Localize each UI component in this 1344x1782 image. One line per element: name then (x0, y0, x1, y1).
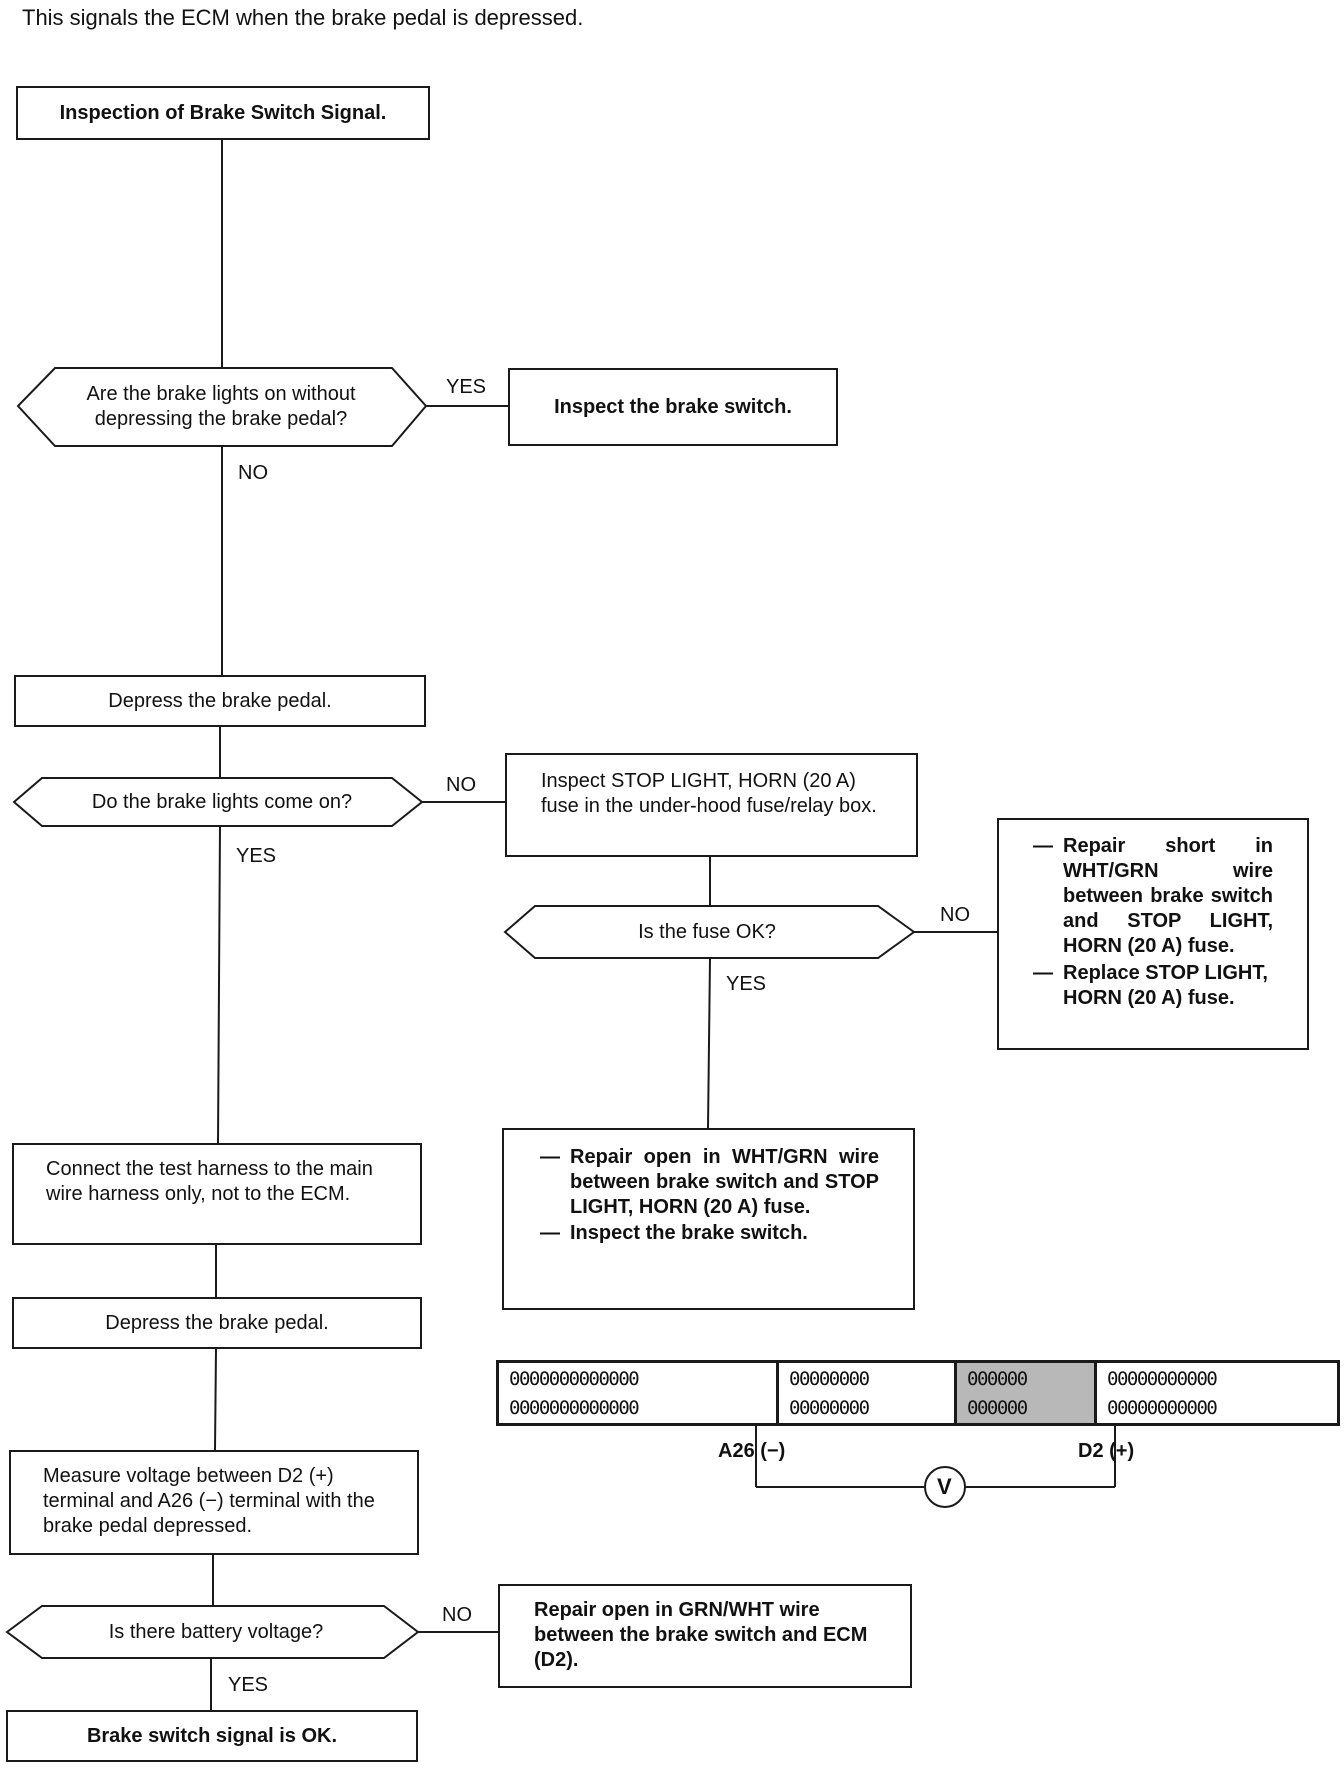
connector-block-3: 000000 000000 (957, 1363, 1097, 1423)
decision-fuse-ok-text: Is the fuse OK? (638, 920, 776, 943)
repair-short-step-2: Replace STOP LIGHT, HORN (20 A) fuse. (1033, 961, 1273, 1011)
start-box: Inspection of Brake Switch Signal. (16, 86, 430, 140)
decision-lights-on-shape (16, 367, 428, 447)
repair-open-step-1: Repair open in WHT/GRN wire between brak… (540, 1145, 879, 1220)
repair-grn-text: Repair open in GRN/WHT wire between the … (534, 1599, 868, 1671)
label-yes-1: YES (446, 376, 487, 398)
connector-block-3-row-2: 000000 (967, 1397, 1028, 1419)
label-no-1: NO (238, 462, 268, 484)
decision-lights-on: Are the brake lights on without depressi… (40, 368, 402, 446)
connector-block-4-row-2: 00000000000 (1107, 1397, 1218, 1419)
decision-lights-come-on-shape (12, 777, 424, 827)
label-yes-4: YES (228, 1674, 269, 1696)
decision-lights-come-on-text: Do the brake lights come on? (91, 790, 353, 813)
repair-short-step-1: Repair short in WHT/GRN wire between bra… (1033, 834, 1273, 959)
label-yes-2: YES (236, 845, 277, 867)
label-no-2: NO (446, 774, 476, 796)
inspect-fuse-box: Inspect STOP LIGHT, HORN (20 A) fuse in … (505, 753, 918, 857)
ecm-connector: 0000000000000 0000000000000 00000000 000… (496, 1360, 1340, 1426)
decision-battery-shape (5, 1605, 420, 1659)
label-no-3: NO (940, 904, 970, 926)
label-yes-3: YES (726, 973, 767, 995)
measure-voltage-box: Measure voltage between D2 (+) terminal … (9, 1450, 419, 1555)
ok-box: Brake switch signal is OK. (6, 1710, 418, 1762)
repair-open-step-2: Inspect the brake switch. (540, 1221, 879, 1246)
connector-block-4-row-1: 00000000000 (1107, 1368, 1218, 1390)
inspect-fuse-text: Inspect STOP LIGHT, HORN (20 A) fuse in … (541, 770, 877, 817)
label-no-4: NO (442, 1604, 472, 1626)
depress-pedal-text-2: Depress the brake pedal. (105, 1311, 329, 1334)
inspect-switch-box: Inspect the brake switch. (508, 368, 838, 446)
voltmeter-label: V (937, 1474, 952, 1499)
decision-lights-come-on: Do the brake lights come on? (40, 778, 404, 826)
depress-pedal-text-1: Depress the brake pedal. (108, 689, 332, 712)
depress-pedal-box-2: Depress the brake pedal. (12, 1297, 422, 1349)
decision-fuse-ok: Is the fuse OK? (530, 906, 884, 958)
repair-open-box: Repair open in WHT/GRN wire between brak… (502, 1128, 915, 1310)
terminal-d2-label: D2 (+) (1078, 1440, 1135, 1462)
repair-short-box: Repair short in WHT/GRN wire between bra… (997, 818, 1309, 1050)
connector-block-1-row-2: 0000000000000 (509, 1397, 640, 1419)
decision-battery: Is there battery voltage? (38, 1606, 394, 1658)
intro-text: This signals the ECM when the brake peda… (22, 5, 584, 30)
terminal-a26-label: A26 (−) (718, 1440, 786, 1462)
connector-block-1: 0000000000000 0000000000000 (499, 1363, 779, 1423)
voltmeter-symbol (924, 1466, 966, 1508)
decision-battery-text: Is there battery voltage? (108, 1620, 324, 1643)
measure-voltage-text: Measure voltage between D2 (+) terminal … (43, 1465, 375, 1537)
decision-fuse-ok-shape (503, 905, 916, 959)
connector-block-3-row-1: 000000 (967, 1368, 1028, 1390)
connect-harness-text: Connect the test harness to the main wir… (46, 1158, 373, 1205)
connector-block-2: 00000000 00000000 (779, 1363, 957, 1423)
ok-text: Brake switch signal is OK. (86, 1724, 338, 1747)
connector-block-2-row-1: 00000000 (789, 1368, 870, 1390)
depress-pedal-box-1: Depress the brake pedal. (14, 675, 426, 727)
repair-grn-box: Repair open in GRN/WHT wire between the … (498, 1584, 912, 1688)
connector-block-1-row-1: 0000000000000 (509, 1368, 640, 1390)
decision-lights-on-text: Are the brake lights on without depressi… (86, 383, 356, 430)
inspect-switch-text: Inspect the brake switch. (554, 395, 792, 418)
connector-block-4: 00000000000 00000000000 (1097, 1363, 1337, 1423)
connect-harness-box: Connect the test harness to the main wir… (12, 1143, 422, 1245)
connector-block-2-row-2: 00000000 (789, 1397, 870, 1419)
start-text: Inspection of Brake Switch Signal. (59, 101, 387, 124)
